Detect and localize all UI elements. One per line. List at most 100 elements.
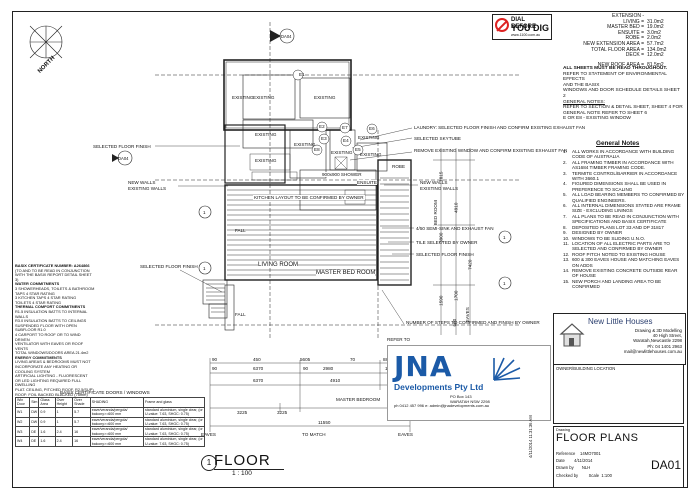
schedule-row: TOTAL FLOOR AREA =134.0m2 [591, 46, 667, 53]
basix-line: PLAT. CEILING, PITCHED ROOF, R2.5/SUP) [15, 387, 94, 393]
section-marker: 1 [203, 266, 206, 271]
list-item: 9.DESIGNED BY OWNER [563, 230, 623, 236]
list-item: 15.NEW PORCH AND LANDING AREA TO BE CONF… [563, 278, 662, 290]
title-underline [214, 469, 284, 470]
callout-right: LAUNDRY: SELECTED FLOOR FINISH AND CONFI… [414, 125, 586, 130]
basix-line: 3 KITCHEN TAPS 4 STAR RATING [15, 295, 77, 301]
new-little-houses-block: New Little Houses Drawing & 3D Modelling… [553, 313, 686, 365]
table-cell: eave/veranda/pergola/ balcony>=600 mm [89, 406, 145, 418]
table-cell: 16 [72, 436, 91, 448]
table-cell: 1 [54, 406, 74, 418]
dimension: 90 [212, 357, 218, 362]
table-cell: W3 [14, 426, 31, 438]
address-line: ph 0412 457 996 e: admin@jnadevelopments… [394, 403, 490, 409]
dimension: 600 [452, 318, 458, 327]
window-tag-e4: E4 [343, 138, 349, 143]
tb-checked: Checked by Scale 1:100 [556, 473, 612, 478]
jna-company: Developments Pty Ltd [394, 382, 484, 392]
list-item: 4.FIGURED DIMENSIONS SHALL BE USED IN PR… [563, 181, 667, 192]
general-notes-list: 1.ALL WORKS IN ACCORDANCE WITH BUILDING … [563, 149, 685, 290]
drawing-label: Drawing [556, 428, 570, 432]
contact-line: 40 High Street, [652, 333, 682, 339]
schedule-row: LIVING =31.0m2 [623, 18, 664, 25]
table-cell: W2 [14, 416, 31, 428]
table-cell: 2.4 [54, 426, 74, 438]
table-cell: 1.6 [38, 426, 56, 438]
window-tag-e6: E6 [369, 126, 375, 131]
dial-before-you-dig-logo: DIAL BEFORE YOU DIG www.1100.com.au [492, 14, 552, 40]
table-cell: 5.7 [72, 406, 91, 418]
basix-line: (TO AND TO BE READ IN CONJUNCTION WITH T… [15, 267, 92, 282]
window-schedule-table: Win Door Sim Glass Area Over Height Over… [14, 397, 205, 448]
dimension: 450 [253, 357, 261, 362]
room-label: EXISTING [255, 132, 277, 137]
owner-location-label: OWNER/BUILDING LOCATION [556, 366, 616, 371]
area-schedule: EXTENSION - LIVING =31.0m2 MASTER BED =1… [555, 13, 683, 68]
basix-line: INCORPORATE ANY HEATING OR COOLING SYSTE… [15, 364, 78, 374]
table-cell: 16 [72, 426, 91, 438]
column-header: Frame and glass [143, 397, 205, 408]
basix-line: ROOF: FOIL BACKED BLACKED (75mm) [15, 391, 88, 397]
table-cell: DW [29, 416, 40, 428]
note-line: AND THE BASIX [563, 82, 600, 88]
basix-line: OR LED LIGHTING REQUIRED FULL DWELLING [15, 377, 82, 388]
room-label: EXISTING [255, 158, 277, 163]
window-tag-e8: E8 [314, 147, 320, 152]
list-item: 12.ROOF PITCH NOTED TO EXISTING HOUSE [563, 251, 666, 257]
nlh-title: New Little Houses [588, 317, 653, 326]
basix-line: WATER COMMITMENTS [15, 281, 60, 287]
dimension: 880 [383, 357, 391, 362]
dimension: 4910 [330, 378, 341, 383]
window-tag-e3: E3 [321, 136, 327, 141]
fall-arrow-label: FALL [235, 312, 246, 317]
jna-address: PO Box 143 WARATAH NSW 2298 ph 0412 457 … [394, 394, 490, 409]
callout-right: TILE SELECTED BY OWNER [416, 240, 478, 245]
list-item: 5.ALL LOAD BEARING MEMBERS TO CONFIRMED … [563, 192, 685, 203]
window-tag-e7: E7 [342, 125, 348, 130]
robe-label: ROBE [392, 164, 406, 170]
dimension: 3900 [438, 232, 444, 243]
floor-number: 1 [201, 455, 217, 471]
basix-line: TAPS 4 STAR RATING [15, 290, 55, 296]
table-cell: eave/veranda/pergola/ balcony>=600 mm [89, 416, 145, 428]
basix-line: THERMAL COMFORT COMMITMENTS [15, 304, 86, 310]
callout-right: NUMBER OF STEPS TO CONFIRMED AND FINISH … [406, 320, 540, 325]
floor-title: FLOOR [214, 452, 271, 469]
note-line: E OR E8 - EXISTING WINDOW [563, 116, 631, 122]
basix-line: ARTIFICIAL LIGHTING - FLUORESCENT [15, 373, 88, 379]
plot-stamp: 4/11/2014 11:31:36 AM [528, 415, 533, 458]
column-header: Win Door [14, 397, 31, 408]
table-cell: eave/veranda/pergola/ balcony>=600 mm [89, 436, 145, 448]
list-item: 6.ALL INTERNAL DIMENSIONS STATED ARE FRA… [563, 203, 681, 214]
room-label: EXISTING [360, 152, 382, 157]
schedule-row: MASTER BED =19.0m2 [607, 24, 664, 31]
da04-marker-top: DA04 [281, 34, 292, 39]
section-marker: 1 [503, 281, 506, 286]
dimension: 6370 [253, 378, 264, 383]
table-cell: standard aluminium, single clear, (or U-… [143, 436, 205, 448]
dimension: 3225 [237, 410, 248, 415]
house-icon [559, 323, 585, 347]
note-line: REFER TO STATEMENT OF ENVIRONMENTAL EFFE… [563, 71, 667, 83]
window-schedule-title: BASIX CERTIFICATE DOORS / WINDOWS [60, 390, 150, 395]
contact-line: Waratah,Newcastle 2298 [633, 338, 682, 344]
note-line: GENERAL NOTE REFER TO SHEET 6 [563, 110, 648, 116]
basix-line: 4 CARPORT TO ROOF OR TO WIND DRIVEN [15, 331, 81, 342]
basix-line: R3.0 INSULATION BATTS TO CEILINGS [15, 318, 87, 324]
column-header: SHADING [89, 397, 145, 408]
sheet-number: DA01 [651, 458, 682, 472]
callout-right: REMOVE EXISTING WINDOW AND CONFIRM EXIST… [414, 148, 568, 153]
table-cell: 1.6 [38, 436, 56, 448]
title-block: Drawing FLOOR PLANS Reference 14MO7001 D… [553, 426, 684, 488]
table-cell: W1 [14, 406, 31, 418]
schedule-row: NEW EXTENSION AREA =57.7m2 [583, 40, 664, 47]
note-line: ALL SHEETS MUST BE READ THROUGHOUT. [563, 66, 668, 71]
location-box [553, 364, 684, 424]
room-label: EXISTING [253, 95, 275, 100]
sheet-border [12, 11, 688, 488]
address-line: WARATAH NSW 2298 [450, 398, 490, 404]
living-room-label: LIVING ROOM [258, 262, 299, 268]
